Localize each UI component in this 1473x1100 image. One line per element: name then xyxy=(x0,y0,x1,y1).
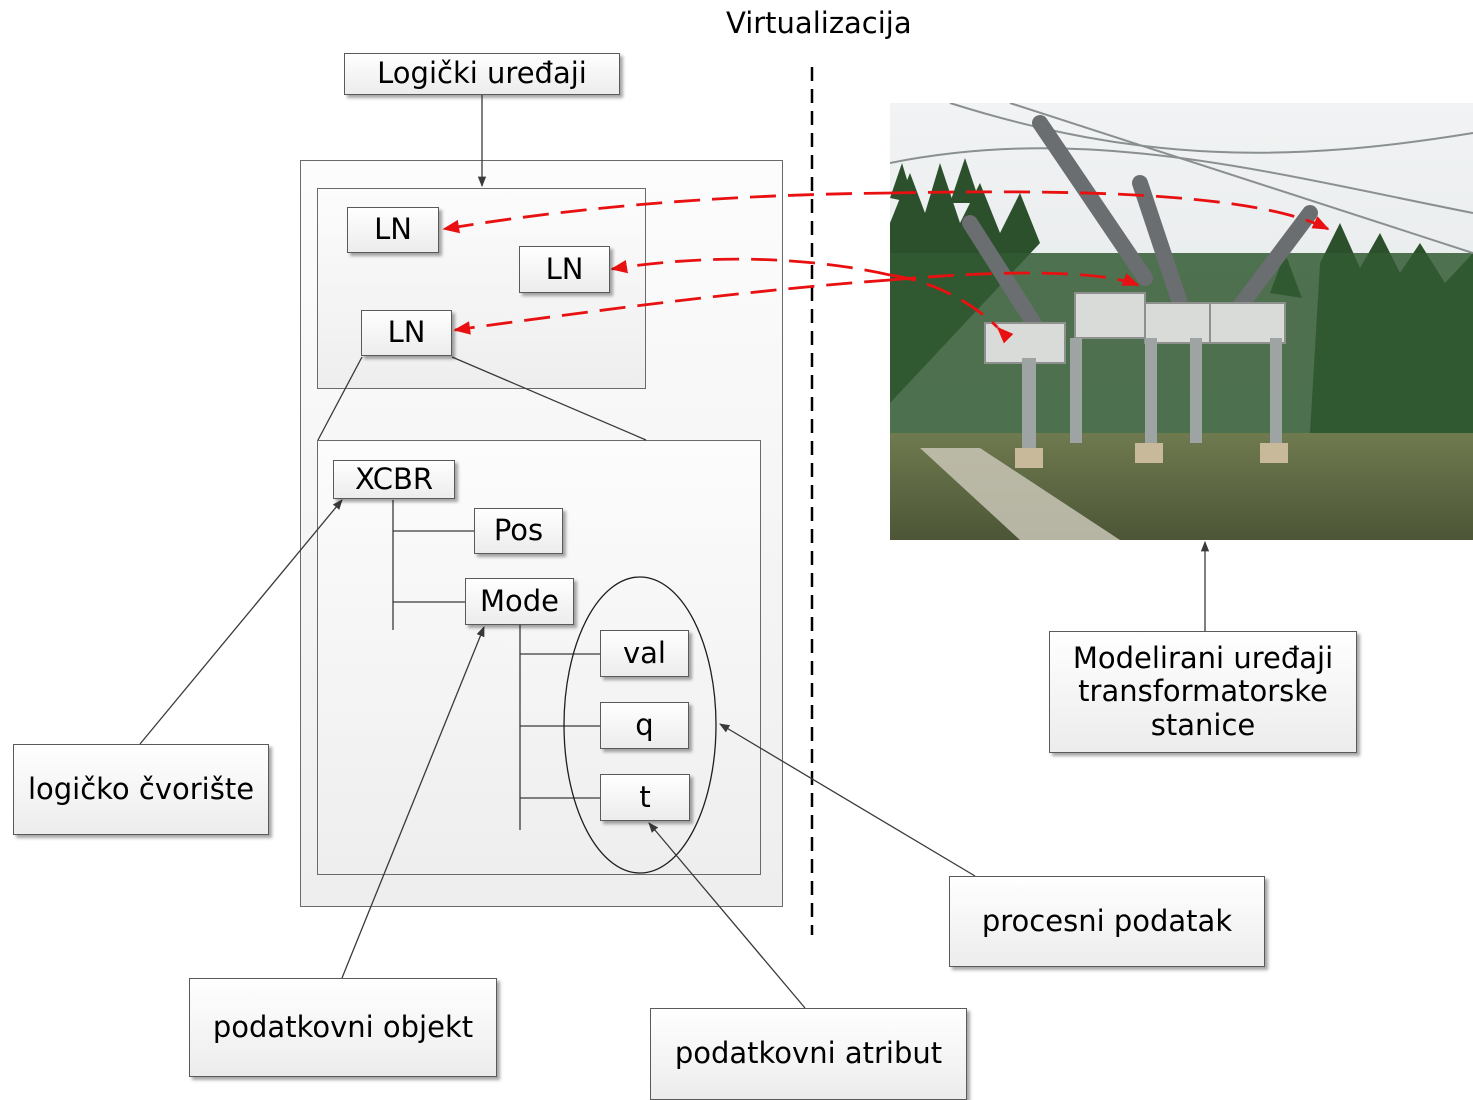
virtualization-mappings xyxy=(442,190,1330,344)
ln-node-2: LN xyxy=(519,246,610,293)
data-object-callout: podatkovni objekt xyxy=(189,978,497,1077)
substation-scene-graphic xyxy=(890,103,1473,540)
ln-expansion-line-right xyxy=(451,356,647,441)
data-attribute-callout: podatkovni atribut xyxy=(650,1008,967,1100)
process-data-callout-arrow xyxy=(719,723,976,877)
xcbr-node: XCBR xyxy=(333,460,455,499)
logical-node-callout: logičko čvorište xyxy=(13,744,269,835)
process-data-ellipse xyxy=(563,576,717,874)
mapping-arrow-ln3-left xyxy=(453,278,891,335)
modeled-devices-line-1: Modelirani uređaji xyxy=(1072,640,1334,675)
modeled-devices-line-2: transformatorske xyxy=(1078,674,1328,709)
pos-data-object: Pos xyxy=(474,508,563,554)
mapping-arrow-ln3-right xyxy=(889,271,1140,287)
substation-photo xyxy=(890,103,1473,540)
tree-connectors xyxy=(392,500,600,830)
logical-node-callout-arrow xyxy=(139,499,343,745)
val-attribute: val xyxy=(600,630,689,677)
modeled-devices-line-3: stanice xyxy=(1150,707,1256,742)
mapping-arrow-ln2-left xyxy=(610,257,891,277)
ln-node-1: LN xyxy=(347,207,439,253)
t-attribute: t xyxy=(600,774,690,821)
mode-data-object: Mode xyxy=(465,578,574,625)
mapping-arrow-ln1-left xyxy=(442,191,891,234)
ln-node-3: LN xyxy=(361,310,452,356)
mapping-arrow-ln2-right xyxy=(889,273,1014,344)
modeled-devices-callout: Modelirani uređaji transformatorske stan… xyxy=(1049,631,1357,753)
ln-expansion-line-left xyxy=(317,356,363,441)
logical-devices-label: Logički uređaji xyxy=(344,53,620,95)
q-attribute: q xyxy=(600,702,689,749)
mapping-arrow-ln1-right xyxy=(889,190,1330,231)
process-data-callout: procesni podatak xyxy=(949,876,1265,967)
data-attribute-callout-arrow xyxy=(648,822,806,1009)
virtualization-label: Virtualizacija xyxy=(726,6,912,40)
data-object-callout-arrow xyxy=(341,626,485,979)
